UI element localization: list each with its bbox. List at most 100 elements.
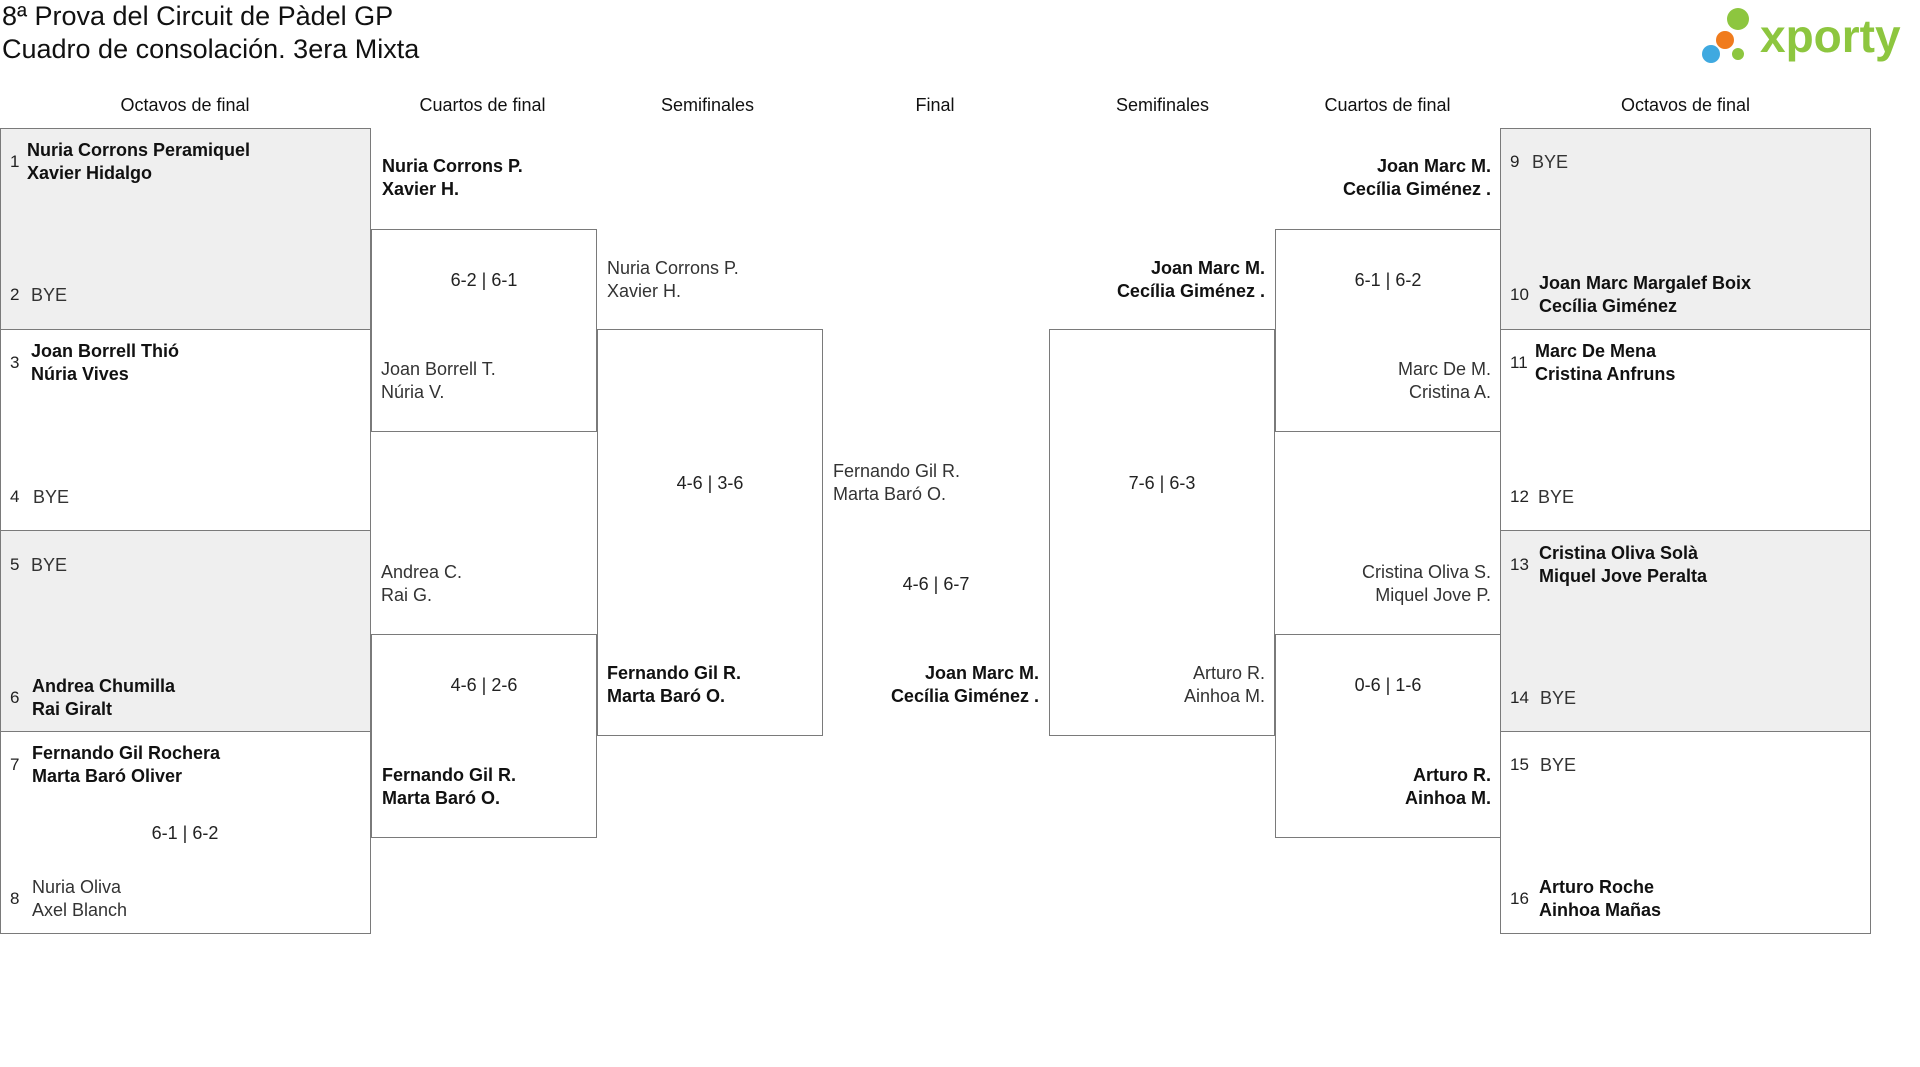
team-16: Arturo Roche Ainhoa Mañas (1539, 876, 1661, 922)
seed-number: 16 (1510, 889, 1529, 908)
player-name: Cecília Giménez . (890, 686, 1039, 706)
match-score: 6-1 | 6-2 (151, 823, 219, 843)
seed-number: 6 (10, 688, 20, 707)
player-name: Axel Blanch (32, 900, 128, 920)
player-name: Fernando Gil R. (607, 663, 742, 683)
bye-label: BYE (1540, 755, 1577, 775)
match-box-r16-right-4 (1500, 731, 1871, 934)
match-score: 6-1 | 6-2 (1354, 270, 1422, 290)
player-name: Fernando Gil R. (382, 765, 517, 785)
qf-right-2-bottom: Arturo R. Ainhoa M. (1275, 764, 1491, 810)
match-score: 6-2 | 6-1 (450, 270, 518, 290)
header-qf-left: Cuartos de final (419, 95, 546, 115)
tournament-title: 8ª Prova del Circuit de Pàdel GP (2, 1, 394, 31)
seed-number: 4 (10, 487, 20, 506)
header-r16-right: Octavos de final (1620, 95, 1751, 115)
seed-number: 7 (10, 755, 20, 774)
team-10: Joan Marc Margalef Boix Cecília Giménez (1539, 272, 1751, 318)
bye-label: BYE (1540, 688, 1577, 708)
player-name: Joan Marc M. (1150, 258, 1265, 278)
header-r16-left: Octavos de final (120, 95, 250, 115)
sf-right-bottom: Arturo R. Ainhoa M. (1049, 662, 1265, 708)
player-name: Fernando Gil R. (833, 461, 961, 481)
bye-label: BYE (31, 555, 68, 575)
player-name: Xavier Hidalgo (27, 163, 153, 183)
sf-left-bottom: Fernando Gil R. Marta Baró O. (607, 662, 741, 708)
header-sf-right: Semifinales (1115, 95, 1210, 115)
seed-number: 8 (10, 889, 20, 908)
qf-left-1-top: Nuria Corrons P. Xavier H. (382, 155, 523, 201)
player-name: Miquel Jove P. (1375, 585, 1491, 605)
xporty-logo[interactable]: xporty (1694, 2, 1920, 70)
player-name: Nuria Corrons P. (607, 258, 739, 278)
player-name: Miquel Jove Peralta (1539, 566, 1708, 586)
seed-number: 2 (10, 285, 20, 304)
player-name: Andrea Chumilla (32, 676, 176, 696)
bye-label: BYE (33, 487, 70, 507)
player-name: Cristina Oliva Solà (1539, 543, 1699, 563)
draw-subtitle: Cuadro de consolación. 3era Mixta (2, 34, 420, 64)
player-name: Marc De Mena (1535, 341, 1657, 361)
team-7: Fernando Gil Rochera Marta Baró Oliver (32, 742, 220, 788)
team-13: Cristina Oliva Solà Miquel Jove Peralta (1539, 542, 1707, 588)
player-name: Marta Baró O. (833, 484, 947, 504)
seed-number: 15 (1510, 755, 1529, 774)
player-name: Arturo R. (1413, 765, 1491, 785)
player-name: Ainhoa M. (1405, 788, 1491, 808)
final-score: 4-6 | 6-7 (902, 574, 970, 594)
player-name: Joan Marc M. (924, 663, 1039, 683)
qf-left-2-top: Andrea C. Rai G. (381, 561, 462, 607)
logo-text: xporty (1760, 10, 1901, 62)
player-name: Marta Baró Oliver (32, 766, 183, 786)
sf-left-top: Nuria Corrons P. Xavier H. (607, 257, 739, 303)
player-name: Nuria Corrons P. (382, 156, 523, 176)
player-name: Cecília Giménez (1539, 296, 1678, 316)
bye-label: BYE (31, 285, 68, 305)
player-name: Cristina Anfruns (1535, 364, 1676, 384)
player-name: Arturo Roche (1539, 877, 1655, 897)
player-name: Marc De M. (1397, 359, 1491, 379)
seed-number: 11 (1510, 353, 1528, 372)
qf-left-1-bottom: Joan Borrell T. Núria V. (381, 358, 496, 404)
qf-right-2-top: Cristina Oliva S. Miquel Jove P. (1275, 561, 1491, 607)
bye-label: BYE (1538, 487, 1575, 507)
player-name: Nuria Corrons Peramiquel (27, 140, 251, 160)
player-name: Joan Borrell T. (381, 359, 496, 379)
match-box-r16-right-1 (1500, 128, 1871, 330)
final-top: Fernando Gil R. Marta Baró O. (833, 460, 960, 506)
player-name: Xavier H. (382, 179, 460, 199)
player-name: Fernando Gil Rochera (32, 743, 221, 763)
player-name: Marta Baró O. (607, 686, 726, 706)
match-box-r16-left-3 (0, 530, 371, 732)
player-name: Joan Marc M. (1376, 156, 1491, 176)
match-score: 4-6 | 2-6 (450, 675, 518, 695)
seed-number: 3 (10, 353, 20, 372)
player-name: Arturo R. (1192, 663, 1265, 683)
match-score: 4-6 | 3-6 (676, 473, 744, 493)
player-name: Marta Baró O. (382, 788, 501, 808)
qf-right-1-bottom: Marc De M. Cristina A. (1275, 358, 1491, 404)
team-3: Joan Borrell Thió Núria Vives (31, 340, 179, 386)
seed-number: 14 (1510, 688, 1529, 707)
player-name: Cristina Oliva S. (1361, 562, 1491, 582)
player-name: Núria Vives (31, 364, 129, 384)
team-1: Nuria Corrons Peramiquel Xavier Hidalgo (27, 139, 250, 185)
bye-label: BYE (1532, 152, 1569, 172)
match-box-r16-left-1 (0, 128, 371, 330)
player-name: Ainhoa Mañas (1539, 900, 1662, 920)
player-name: Núria V. (381, 382, 445, 402)
player-name: Joan Marc Margalef Boix (1539, 273, 1752, 293)
sf-left-box (597, 329, 823, 736)
match-box-r16-left-4 (0, 731, 371, 934)
player-name: Cecília Giménez . (1116, 281, 1265, 301)
team-8: Nuria Oliva Axel Blanch (32, 876, 127, 922)
seed-number: 9 (1510, 152, 1520, 171)
seed-number: 5 (10, 555, 20, 574)
qf-left-2-bottom: Fernando Gil R. Marta Baró O. (382, 764, 516, 810)
qf-right-1-top: Joan Marc M. Cecília Giménez . (1275, 155, 1491, 201)
match-score: 7-6 | 6-3 (1128, 473, 1196, 493)
player-name: Andrea C. (381, 562, 463, 582)
player-name: Rai Giralt (32, 699, 113, 719)
dots-logo-icon: xporty (1702, 8, 1901, 63)
sf-right-top: Joan Marc M. Cecília Giménez . (1049, 257, 1265, 303)
